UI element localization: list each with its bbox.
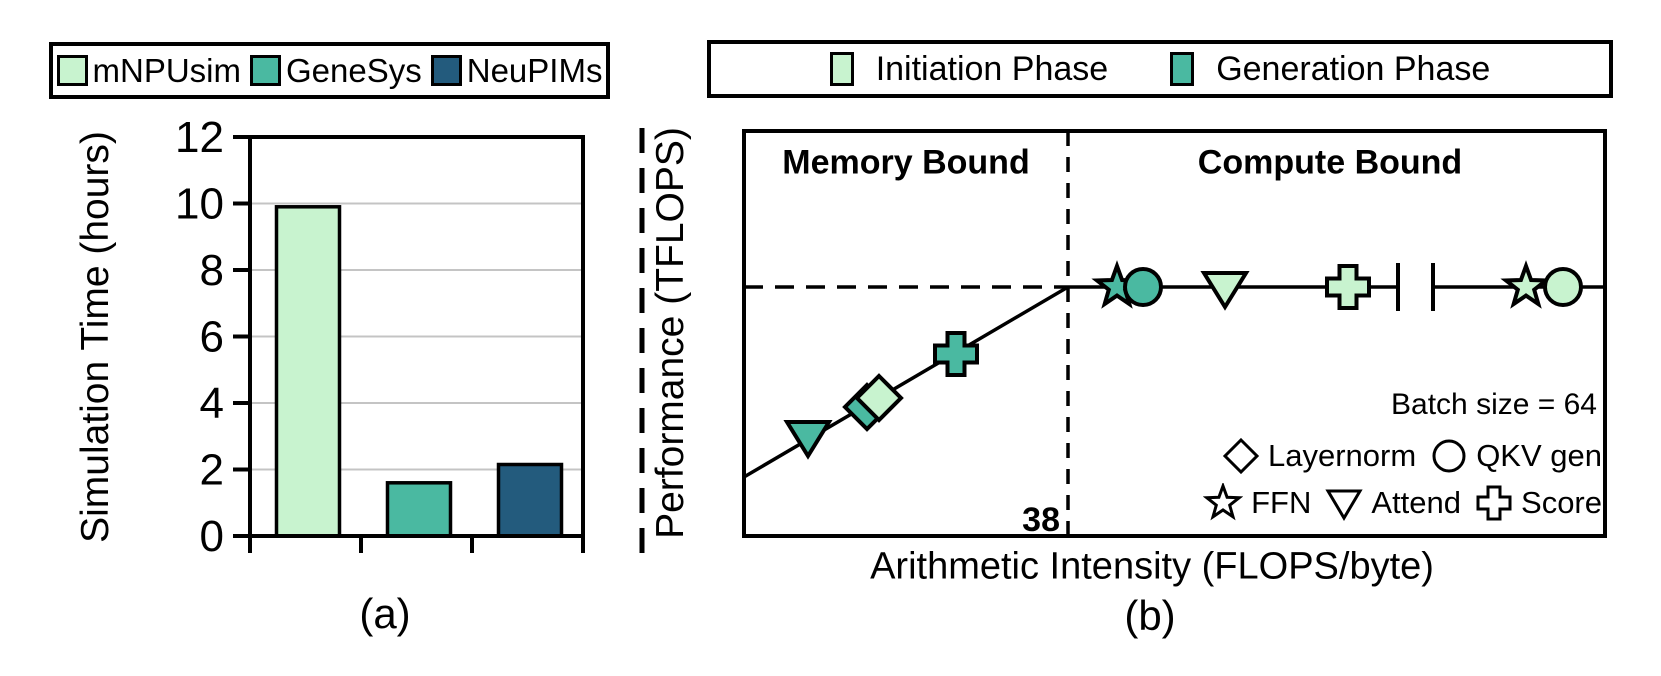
ridge-intensity-value: 38 [1022, 501, 1060, 539]
marker-key-label: Layernorm [1268, 438, 1417, 473]
neupims-swatch-icon [430, 55, 462, 86]
marker-key-label: QKV gen [1476, 438, 1602, 473]
marker-ffn-initiation [1500, 260, 1552, 309]
bar-chart-plot: 0 2 4 6 8 10 12 [175, 113, 585, 561]
cross-icon [1476, 485, 1512, 521]
marker-score-generation [933, 331, 979, 377]
bar-neupims [496, 462, 564, 538]
axis-break-marks [1396, 263, 1435, 311]
ytick-10: 10 [175, 180, 224, 229]
y-axis-tick-labels: 0 2 4 6 8 10 12 [175, 113, 224, 561]
initiation-phase-swatch-icon [829, 52, 854, 86]
marker-key-row-1: Layernorm QKV gen [1208, 437, 1602, 475]
ytick-8: 8 [200, 246, 224, 295]
mnpusim-swatch-icon [56, 55, 88, 86]
legend-item-mnpusim: mNPUsim [56, 51, 241, 90]
legend-item-generation: Generation Phase [1170, 50, 1490, 89]
y-axis-ticks [233, 135, 250, 538]
diamond-icon [1222, 437, 1260, 475]
legend-label: mNPUsim [92, 51, 241, 89]
marker-key-label: Attend [1371, 485, 1462, 520]
legend-item-genesys: GeneSys [250, 52, 422, 90]
genesys-swatch-icon [250, 55, 281, 86]
bar-mnpusim [274, 205, 342, 538]
roofline-plot [742, 129, 1607, 538]
bar-genesys [385, 481, 453, 538]
marker-score-initiation [1325, 264, 1371, 310]
marker-key-row-2: FFN Attend Score [1189, 483, 1602, 523]
panel-a-label: (a) [359, 590, 411, 637]
roofline-frame [742, 129, 1607, 538]
marker-qkvgen-generation [1123, 267, 1163, 307]
marker-attend-generation [783, 420, 833, 460]
legend-label: GeneSys [286, 51, 422, 89]
legend-item-initiation: Initiation Phase [829, 49, 1109, 89]
ytick-6: 6 [200, 313, 224, 362]
star-icon [1203, 483, 1244, 521]
legend-label: Generation Phase [1216, 49, 1491, 88]
roofline-legend: Initiation Phase Generation Phase [707, 40, 1613, 98]
marker-attend-initiation [1200, 271, 1250, 311]
legend-item-neupims: NeuPIMs [430, 51, 603, 90]
ytick-2: 2 [200, 446, 224, 495]
batch-size-annotation: Batch size = 64 [1391, 388, 1597, 421]
roofline-y-axis-label: Performance (TFLOPS) [649, 127, 692, 539]
roofline-x-axis-label: Arithmetic Intensity (FLOPS/byte) [870, 545, 1434, 588]
ytick-12: 12 [175, 113, 224, 162]
marker-key-label: FFN [1251, 485, 1312, 520]
compute-bound-region-label: Compute Bound [1197, 143, 1463, 182]
bar-chart-y-axis-label: Simulation Time (hours) [74, 131, 117, 543]
marker-qkvgen-initiation [1543, 267, 1583, 307]
memory-bound-region-label: Memory Bound [782, 143, 1030, 182]
x-axis-ticks [248, 536, 585, 553]
panel-b-label: (b) [1124, 592, 1176, 639]
bar-chart-legend: mNPUsim GeneSys NeuPIMs [49, 42, 610, 99]
legend-label: NeuPIMs [466, 51, 603, 89]
circle-icon [1432, 439, 1466, 473]
ytick-0: 0 [200, 512, 224, 561]
memory-bound-roofline [743, 285, 1069, 479]
generation-phase-swatch-icon [1170, 52, 1195, 86]
ytick-4: 4 [200, 379, 224, 428]
legend-label: Initiation Phase [875, 49, 1109, 88]
marker-key-label: Score [1521, 485, 1602, 520]
triangle-down-icon [1325, 489, 1364, 521]
marker-layernorm-initiation [854, 373, 904, 423]
